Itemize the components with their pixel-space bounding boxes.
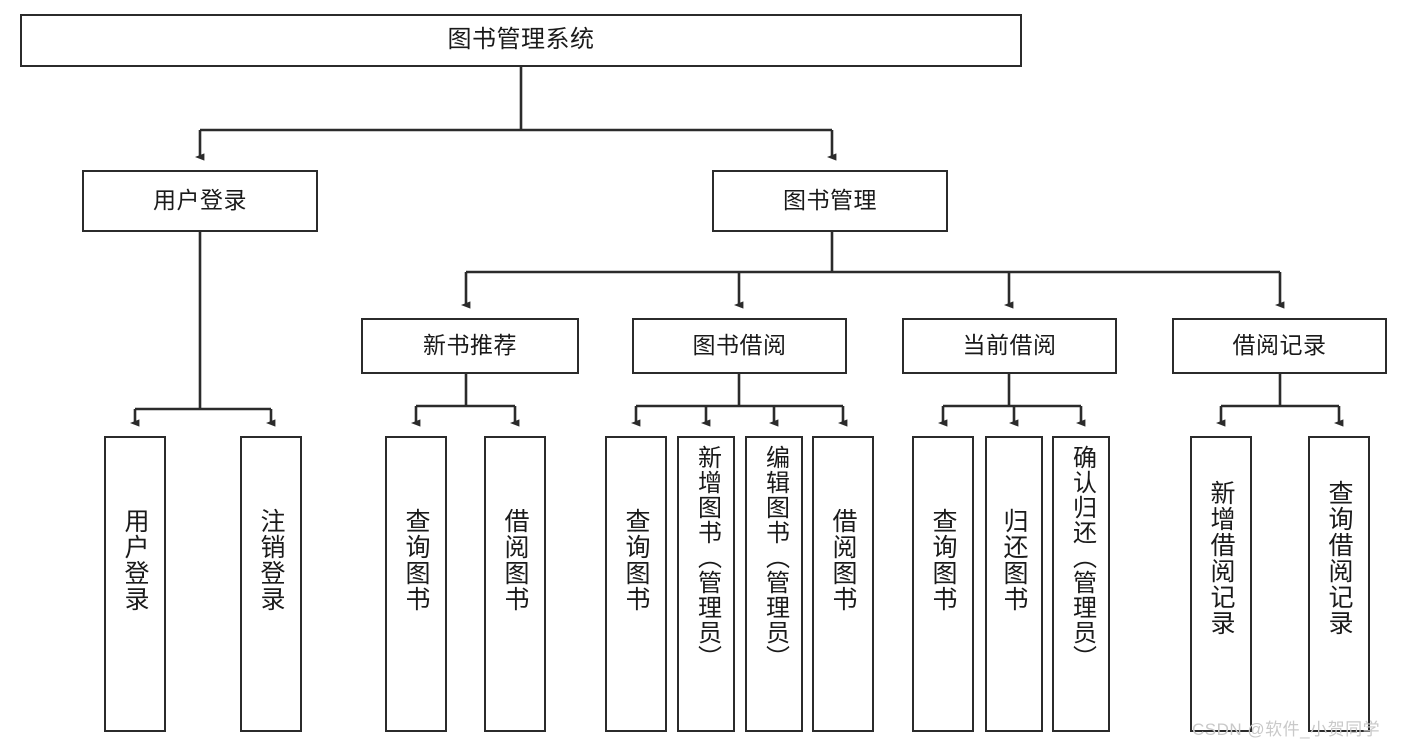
node-book-manage-label: 图书管理 [783, 187, 877, 214]
node-leaf-cur-query-book-label: 查询图书 [929, 508, 957, 612]
node-borrow-record[interactable]: 借阅记录 [1172, 318, 1387, 374]
node-leaf-borrow-edit-book[interactable]: 编辑图书（管理员） [745, 436, 803, 732]
node-leaf-borrow-borrow-book-label: 借阅图书 [829, 508, 857, 612]
node-borrow-record-label: 借阅记录 [1232, 332, 1327, 359]
node-leaf-user-login[interactable]: 用户登录 [104, 436, 166, 732]
node-leaf-rec-query-book-label: 查询图书 [402, 508, 430, 612]
csdn-watermark: CSDN @软件_小贺同学 [1192, 720, 1381, 739]
node-current-borrow[interactable]: 当前借阅 [902, 318, 1117, 374]
node-leaf-cur-return-book[interactable]: 归还图书 [985, 436, 1043, 732]
node-leaf-rec-add-record-label: 新增借阅记录 [1207, 480, 1235, 636]
node-leaf-borrow-add-book[interactable]: 新增图书（管理员） [677, 436, 735, 732]
node-leaf-user-login-label: 用户登录 [121, 508, 149, 612]
node-leaf-borrow-add-book-label: 新增图书（管理员） [693, 445, 721, 670]
node-new-book-recommend[interactable]: 新书推荐 [361, 318, 579, 374]
node-leaf-rec-borrow-book-label: 借阅图书 [501, 508, 529, 612]
node-leaf-rec-borrow-book[interactable]: 借阅图书 [484, 436, 546, 732]
node-book-borrow[interactable]: 图书借阅 [632, 318, 847, 374]
node-new-book-recommend-label: 新书推荐 [423, 332, 517, 359]
node-leaf-borrow-edit-book-label: 编辑图书（管理员） [761, 445, 789, 670]
node-leaf-cur-return-book-label: 归还图书 [1000, 508, 1028, 612]
node-user-login[interactable]: 用户登录 [82, 170, 318, 232]
node-root[interactable]: 图书管理系统 [20, 14, 1022, 67]
node-leaf-rec-add-record[interactable]: 新增借阅记录 [1190, 436, 1252, 732]
node-leaf-rec-query-book[interactable]: 查询图书 [385, 436, 447, 732]
node-leaf-borrow-query-book[interactable]: 查询图书 [605, 436, 667, 732]
node-leaf-borrow-borrow-book[interactable]: 借阅图书 [812, 436, 874, 732]
node-leaf-user-logout[interactable]: 注销登录 [240, 436, 302, 732]
node-leaf-cur-confirm-return-label: 确认归还（管理员） [1068, 445, 1096, 670]
node-book-borrow-label: 图书借阅 [692, 332, 787, 359]
node-current-borrow-label: 当前借阅 [962, 332, 1057, 359]
node-leaf-rec-query-record-label: 查询借阅记录 [1325, 480, 1353, 636]
node-leaf-user-logout-label: 注销登录 [257, 508, 285, 612]
node-book-manage[interactable]: 图书管理 [712, 170, 948, 232]
node-leaf-rec-query-record[interactable]: 查询借阅记录 [1308, 436, 1370, 732]
node-leaf-borrow-query-book-label: 查询图书 [622, 508, 650, 612]
node-root-label: 图书管理系统 [447, 26, 595, 54]
node-leaf-cur-query-book[interactable]: 查询图书 [912, 436, 974, 732]
node-leaf-cur-confirm-return[interactable]: 确认归还（管理员） [1052, 436, 1110, 732]
node-user-login-label: 用户登录 [153, 187, 247, 214]
